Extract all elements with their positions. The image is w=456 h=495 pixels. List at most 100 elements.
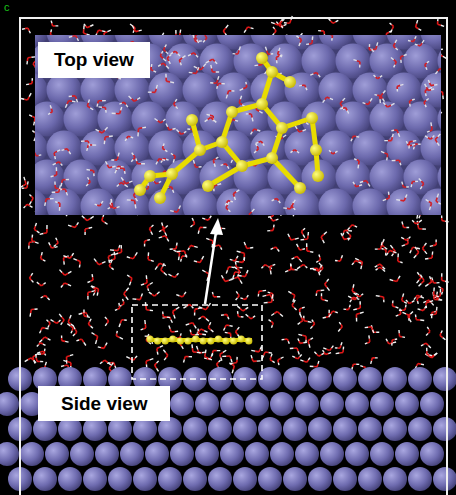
- water-bond: [77, 222, 79, 225]
- water-bond: [352, 364, 354, 367]
- water-bond: [116, 331, 118, 334]
- water-bond: [316, 291, 318, 294]
- water-bond: [179, 30, 181, 33]
- water-bond: [73, 334, 75, 336]
- water-bond: [359, 305, 361, 308]
- water-bond: [96, 262, 98, 265]
- water-bond: [352, 291, 355, 293]
- water-bond: [435, 310, 437, 314]
- water-bond: [55, 25, 58, 26]
- water-bond: [371, 358, 373, 361]
- water-bond: [172, 276, 175, 278]
- water-bond: [186, 254, 187, 257]
- water-bond: [321, 30, 324, 32]
- water-bond: [201, 316, 203, 318]
- water-bond: [434, 299, 438, 301]
- water-bond: [390, 280, 394, 281]
- water-bond: [87, 281, 90, 282]
- water-bond: [114, 363, 115, 366]
- water-bond: [26, 83, 29, 85]
- water-bond: [298, 322, 301, 324]
- water-bond: [193, 224, 195, 226]
- water-bond: [84, 232, 85, 235]
- water-bond: [164, 358, 166, 361]
- water-bond: [300, 342, 303, 344]
- water-bond: [406, 227, 409, 228]
- water-bond: [121, 249, 123, 253]
- water-bond: [307, 341, 310, 345]
- water-bond: [292, 293, 295, 295]
- water-bond: [220, 355, 221, 358]
- water-bond: [43, 351, 45, 354]
- water-bond: [441, 330, 442, 333]
- water-bond: [146, 275, 148, 279]
- water-bond: [228, 317, 229, 319]
- water-bond: [421, 363, 424, 365]
- water-bond: [79, 313, 83, 315]
- water-bond: [360, 312, 364, 313]
- water-bond: [343, 236, 345, 239]
- water-bond: [325, 282, 327, 285]
- water-bond: [299, 309, 301, 312]
- water-bond: [304, 320, 308, 322]
- water-bond: [197, 346, 198, 349]
- water-bond: [83, 33, 86, 34]
- water-bond: [112, 259, 115, 260]
- water-bond: [230, 359, 232, 362]
- water-bond: [244, 242, 245, 245]
- water-bond: [183, 306, 186, 308]
- water-bond: [235, 329, 237, 331]
- water-bond: [398, 314, 401, 315]
- water-bond: [317, 354, 319, 356]
- water-bond: [277, 311, 280, 314]
- water-bond: [57, 240, 58, 243]
- water-bond: [65, 341, 68, 343]
- water-bond: [147, 288, 149, 290]
- water-bond: [223, 350, 226, 352]
- water-bond: [373, 330, 374, 333]
- water-bond: [200, 259, 202, 262]
- water-bond: [352, 263, 354, 265]
- water-bond: [339, 322, 341, 324]
- water-bond: [34, 308, 37, 310]
- water-bond: [31, 198, 33, 201]
- water-bond: [221, 358, 222, 361]
- water-bond: [32, 131, 34, 133]
- water-bond: [443, 56, 446, 58]
- water-bond: [152, 294, 155, 296]
- water-bond: [356, 314, 358, 318]
- water-bond: [386, 339, 387, 342]
- water-bond: [273, 219, 276, 221]
- water-bond: [426, 334, 428, 336]
- water-bond: [284, 24, 287, 25]
- water-bond: [105, 343, 107, 346]
- water-bond: [87, 316, 90, 318]
- water-bond: [28, 28, 29, 31]
- water-bond: [390, 23, 392, 25]
- water-bond: [234, 277, 238, 278]
- water-bond: [318, 260, 320, 261]
- water-bond: [400, 261, 402, 263]
- water-bond: [308, 344, 310, 348]
- water-bond: [425, 258, 428, 260]
- water-bond: [38, 353, 41, 355]
- water-bond: [240, 280, 242, 283]
- water-bond: [343, 308, 346, 310]
- water-bond: [94, 259, 96, 262]
- water-bond: [109, 263, 110, 266]
- water-bond: [417, 272, 419, 275]
- water-bond: [40, 330, 41, 333]
- water-bond: [435, 239, 436, 242]
- water-bond: [175, 275, 177, 277]
- water-bond: [273, 247, 276, 248]
- water-bond: [416, 295, 418, 297]
- water-bond: [419, 220, 422, 222]
- water-bond: [380, 264, 383, 267]
- water-bond: [62, 317, 64, 320]
- water-bond: [223, 31, 225, 34]
- water-bond: [175, 246, 177, 249]
- water-bond: [116, 336, 119, 338]
- water-bond: [144, 283, 147, 284]
- water-bond: [321, 268, 323, 270]
- water-bond: [243, 309, 246, 311]
